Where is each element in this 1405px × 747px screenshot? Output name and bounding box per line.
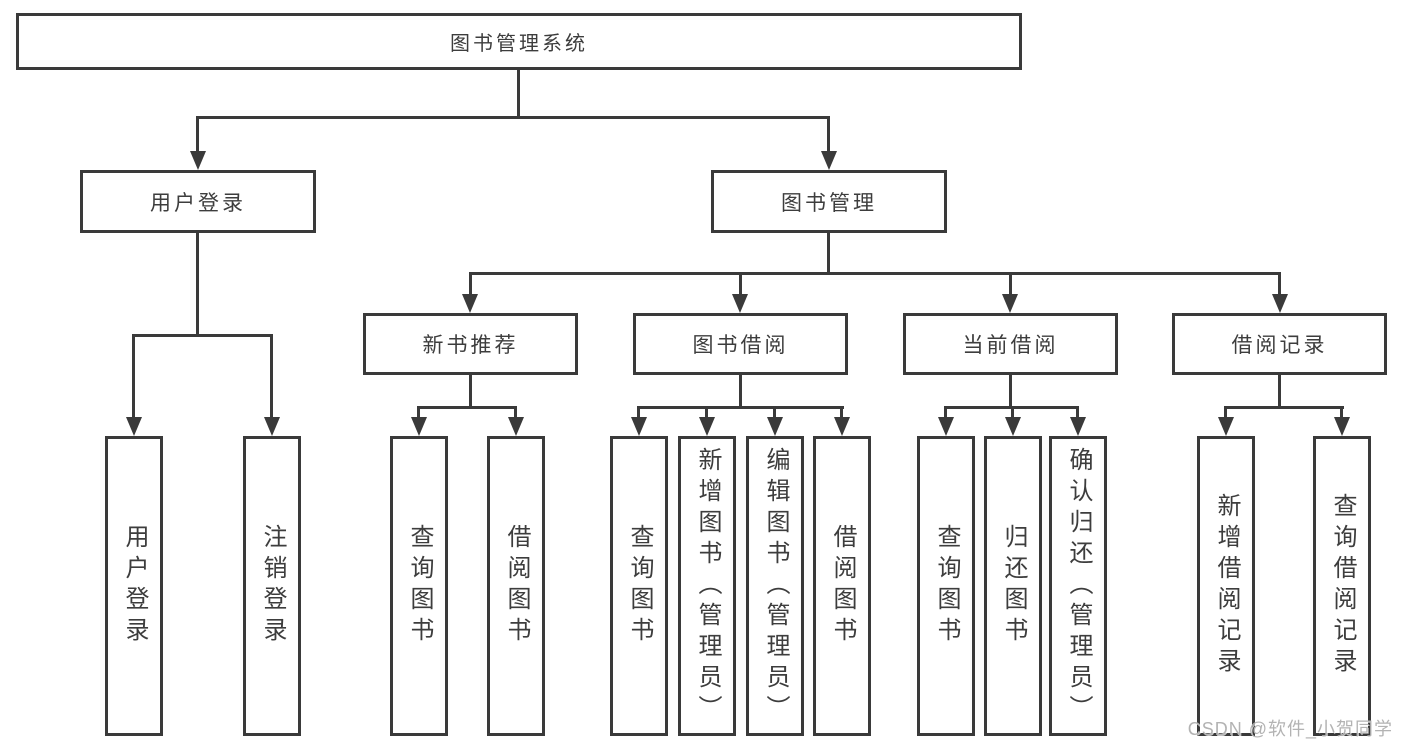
connector-line xyxy=(469,272,1281,275)
arrow-down-icon xyxy=(732,294,748,313)
connector-line xyxy=(1009,373,1012,409)
node-book-management: 图书管理 xyxy=(711,170,947,233)
leaf-borrow-books-recommend: 借阅图书 xyxy=(487,436,545,736)
leaf-add-books-admin: 新增图书（管理员） xyxy=(678,436,736,736)
leaf-query-borrow-record: 查询借阅记录 xyxy=(1313,436,1371,736)
connector-line xyxy=(1278,272,1281,298)
connector-line xyxy=(1224,406,1227,419)
leaf-confirm-return-admin: 确认归还（管理员） xyxy=(1049,436,1107,736)
connector-line xyxy=(196,116,830,119)
connector-line xyxy=(1278,373,1281,409)
arrow-down-icon xyxy=(767,417,783,436)
arrow-down-icon xyxy=(938,417,954,436)
connector-line xyxy=(637,406,844,409)
connector-line xyxy=(773,406,776,419)
arrow-down-icon xyxy=(1272,294,1288,313)
arrow-down-icon xyxy=(821,151,837,170)
connector-line xyxy=(1224,406,1344,409)
leaf-query-books-current: 查询图书 xyxy=(917,436,975,736)
connector-line xyxy=(705,406,708,419)
leaf-return-books: 归还图书 xyxy=(984,436,1042,736)
leaf-borrow-books-borrow: 借阅图书 xyxy=(813,436,871,736)
connector-line xyxy=(739,373,742,409)
connector-line xyxy=(1340,406,1343,419)
arrow-down-icon xyxy=(190,151,206,170)
arrow-down-icon xyxy=(834,417,850,436)
leaf-user-login: 用户登录 xyxy=(105,436,163,736)
connector-line xyxy=(132,334,135,420)
node-new-book-recommendation: 新书推荐 xyxy=(363,313,578,375)
connector-line xyxy=(739,272,742,298)
connector-line xyxy=(1009,272,1012,298)
connector-line xyxy=(517,70,520,119)
connector-line xyxy=(196,116,199,153)
connector-line xyxy=(944,406,947,419)
watermark: CSDN @软件_小贺同学 xyxy=(1187,719,1393,739)
node-borrowing-records: 借阅记录 xyxy=(1172,313,1387,375)
node-library-system: 图书管理系统 xyxy=(16,13,1022,70)
connector-line xyxy=(132,334,273,337)
arrow-down-icon xyxy=(126,417,142,436)
node-user-login: 用户登录 xyxy=(80,170,316,233)
connector-line xyxy=(469,272,472,298)
arrow-down-icon xyxy=(1070,417,1086,436)
arrow-down-icon xyxy=(462,294,478,313)
connector-line xyxy=(417,406,420,419)
connector-line xyxy=(270,334,273,420)
leaf-add-borrow-record: 新增借阅记录 xyxy=(1197,436,1255,736)
connector-line xyxy=(514,406,517,419)
arrow-down-icon xyxy=(1005,417,1021,436)
connector-line xyxy=(840,406,843,419)
leaf-query-books-borrow: 查询图书 xyxy=(610,436,668,736)
connector-line xyxy=(1076,406,1079,419)
leaf-edit-books-admin: 编辑图书（管理员） xyxy=(746,436,804,736)
connector-line xyxy=(196,231,199,337)
connector-line xyxy=(827,116,830,153)
arrow-down-icon xyxy=(508,417,524,436)
arrow-down-icon xyxy=(1002,294,1018,313)
leaf-query-books-recommend: 查询图书 xyxy=(390,436,448,736)
node-book-borrowing: 图书借阅 xyxy=(633,313,848,375)
connector-line xyxy=(417,406,517,409)
arrow-down-icon xyxy=(631,417,647,436)
connector-line xyxy=(1011,406,1014,419)
arrow-down-icon xyxy=(1334,417,1350,436)
leaf-logout: 注销登录 xyxy=(243,436,301,736)
arrow-down-icon xyxy=(1218,417,1234,436)
arrow-down-icon xyxy=(411,417,427,436)
node-current-borrowing: 当前借阅 xyxy=(903,313,1118,375)
connector-line xyxy=(637,406,640,419)
connector-line xyxy=(469,373,472,409)
arrow-down-icon xyxy=(264,417,280,436)
connector-line xyxy=(827,231,830,275)
arrow-down-icon xyxy=(699,417,715,436)
